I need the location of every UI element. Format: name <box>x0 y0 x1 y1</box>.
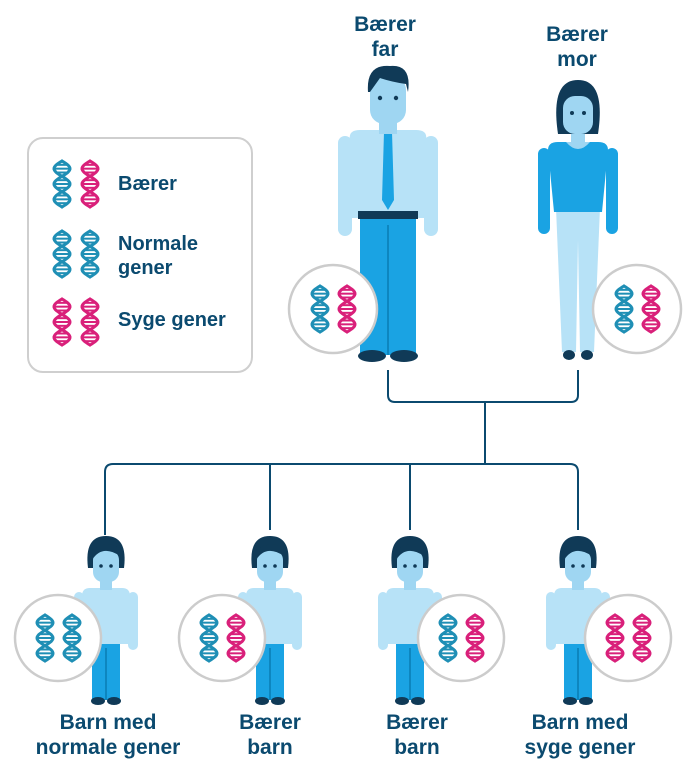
child-1-genes-badge <box>13 593 103 683</box>
dna-helix-icon <box>80 159 100 209</box>
dna-helix-icon <box>80 297 100 347</box>
father-label: Bærer far <box>354 13 416 61</box>
child-4-label: Barn med syge gener <box>524 711 636 759</box>
dna-helix-icon <box>52 229 72 279</box>
mother-figure <box>538 80 618 360</box>
child-2-genes-badge <box>177 593 267 683</box>
child-4-genes-badge <box>583 593 673 683</box>
dna-helix-icon <box>632 613 652 663</box>
dna-helix-icon <box>438 613 458 663</box>
dna-helix-icon <box>35 613 55 663</box>
dna-helix-icon <box>80 229 100 279</box>
family-tree-lines <box>104 370 579 535</box>
dna-helix-icon <box>614 284 634 334</box>
father-genes-badge <box>287 263 379 355</box>
child-2-label: Bærer barn <box>239 711 301 759</box>
dna-helix-icon <box>337 284 357 334</box>
father-figure <box>338 65 438 362</box>
dna-helix-icon <box>226 613 246 663</box>
dna-helix-icon <box>605 613 625 663</box>
children-connector <box>104 463 579 535</box>
child-3-genes-badge <box>416 593 506 683</box>
legend-normal-label: Normale gener <box>118 233 199 279</box>
dna-helix-icon <box>310 284 330 334</box>
dna-helix-icon <box>52 159 72 209</box>
dna-helix-icon <box>641 284 661 334</box>
child-1-label: Barn med normale gener <box>35 711 181 759</box>
dna-helix-icon <box>62 613 82 663</box>
dna-helix-icon <box>465 613 485 663</box>
legend-disease-label: Syge gener <box>118 309 226 331</box>
dna-helix-icon <box>199 613 219 663</box>
child-3-label: Bærer barn <box>386 711 448 759</box>
legend-carrier-label: Bærer <box>118 173 177 195</box>
parents-connector <box>387 370 579 403</box>
dna-helix-icon <box>52 297 72 347</box>
mother-label: Bærer mor <box>546 23 608 71</box>
mother-genes-badge <box>591 263 683 355</box>
